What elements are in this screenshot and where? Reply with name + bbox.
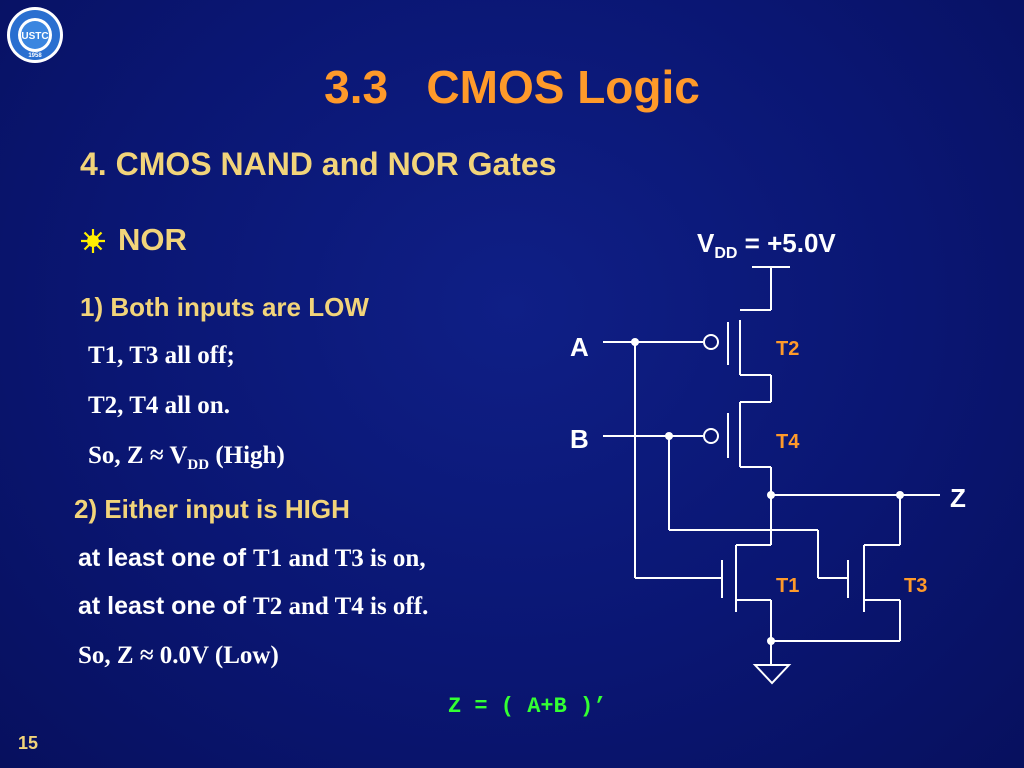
- section-label-nor: NOR: [118, 222, 187, 257]
- case2-heading: 2) Either input is HIGH: [74, 494, 350, 524]
- slide-title: 3.3 CMOS Logic: [324, 61, 700, 113]
- case1-line3: So, Z ≈ VDD (High): [88, 442, 285, 473]
- t1-label: T1: [776, 575, 799, 597]
- junction-dots: [631, 338, 904, 645]
- t2-label: T2: [776, 338, 799, 360]
- slide-subtitle: 4. CMOS NAND and NOR Gates: [80, 146, 557, 182]
- case1-heading: 1) Both inputs are LOW: [80, 292, 369, 322]
- t3-label: T3: [904, 575, 927, 597]
- case2-line3: So, Z ≈ 0.0V (Low): [78, 642, 279, 669]
- case2-line1: at least one of T1 and T3 is on,: [78, 544, 426, 572]
- page-number: 15: [18, 733, 39, 753]
- t2-gate-bubble-icon: [703, 334, 719, 350]
- t4-label: T4: [776, 431, 800, 453]
- university-logo: USTC 1958: [7, 7, 63, 63]
- input-a-label: A: [570, 332, 589, 362]
- sun-bullet-icon: [81, 229, 105, 253]
- output-z-label: Z: [950, 483, 966, 513]
- logo-text: USTC: [21, 31, 48, 42]
- case1-line2: T2, T4 all on.: [88, 392, 230, 419]
- t4-gate-bubble-icon: [703, 428, 719, 444]
- vdd-label: VDD = +5.0V: [697, 228, 836, 262]
- case2-line2: at least one of T2 and T4 is off.: [78, 592, 429, 620]
- ground-icon: [752, 664, 792, 685]
- boolean-formula: Z = ( A+B )’: [448, 694, 607, 719]
- circuit-wires: [603, 266, 940, 665]
- case1-line1: T1, T3 all off;: [88, 342, 235, 369]
- logo-year: 1958: [28, 53, 42, 59]
- input-b-label: B: [570, 424, 589, 454]
